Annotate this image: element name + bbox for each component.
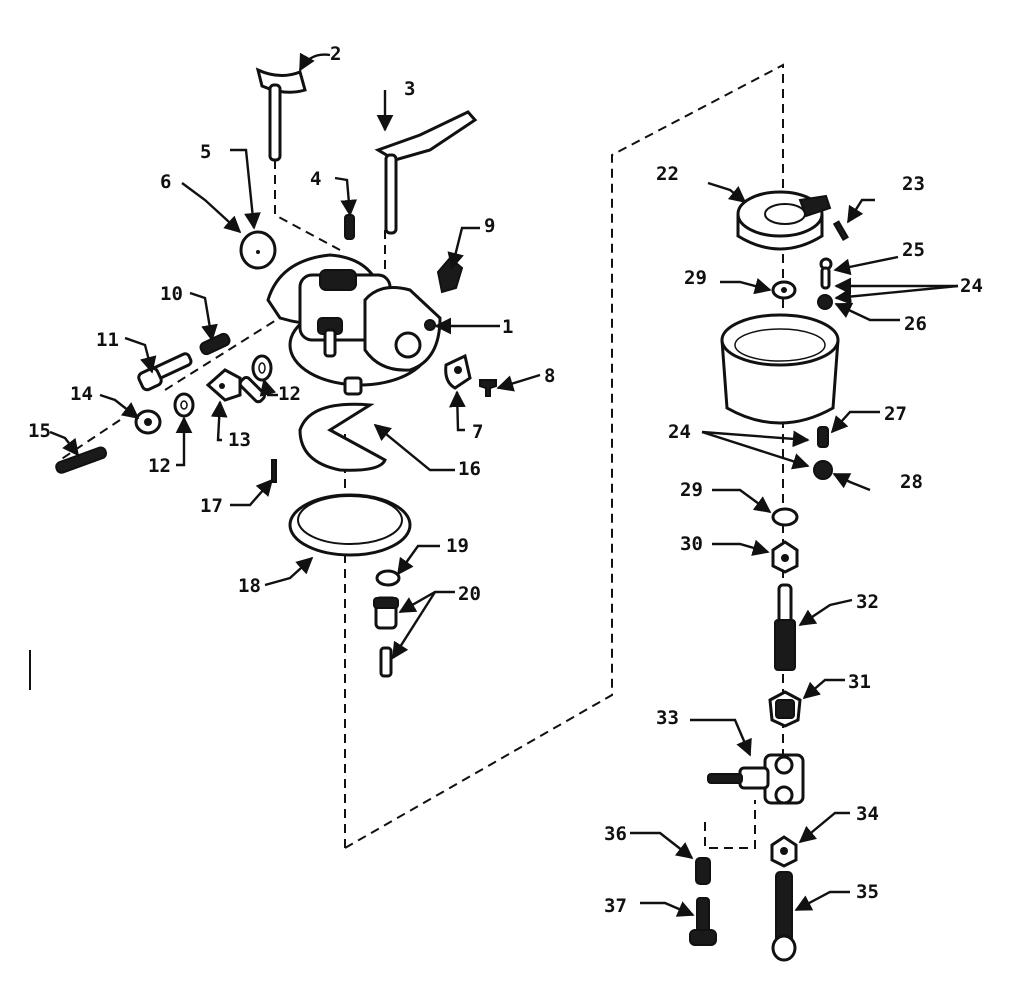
callout-28: 28 [900,471,923,493]
callout-27: 27 [884,403,907,425]
callout-34: 34 [856,803,879,825]
callout-32: 32 [856,591,879,613]
part-14-nut [134,409,162,435]
part-29-washer-b [771,507,799,527]
part-12-washer-b [173,392,195,418]
callout-18: 18 [238,575,261,597]
part-4-screw [344,214,355,240]
part-31-nut [768,690,802,728]
part-25-pin [819,257,833,290]
callout-3: 3 [404,78,415,100]
callout-1: 1 [502,316,513,338]
callout-2: 2 [330,43,341,65]
callout-7: 7 [472,421,483,443]
part-32-main-jet [774,583,796,671]
callout-4: 4 [310,168,321,190]
part-36-spring [695,857,711,885]
callout-5: 5 [200,141,211,163]
part-7-plate [444,353,472,390]
part-19-washer [375,569,401,587]
leader-lines [49,52,959,917]
part-20-valve [373,596,399,678]
part-28-ball [813,460,833,480]
part-27-spring [817,426,829,448]
part-6-throttle-plate [239,230,277,270]
callout-29-b: 29 [680,479,703,501]
part-1-carburetor-body [266,253,442,396]
callout-29-a: 29 [684,267,707,289]
callout-8: 8 [544,365,555,387]
part-11-screw [137,352,193,392]
callout-9: 9 [484,215,495,237]
callout-23: 23 [902,173,925,195]
part-29-washer-a [771,280,797,300]
callout-17: 17 [200,495,223,517]
part-24-float-bowl [720,313,840,425]
callout-11: 11 [96,329,119,351]
callout-33: 33 [656,707,679,729]
part-18-gasket [288,493,412,557]
part-12-washer-a [251,354,273,382]
callout-31: 31 [848,671,871,693]
part-30-nut [771,540,799,574]
callout-30: 30 [680,533,703,555]
callout-6: 6 [160,171,171,193]
callout-22: 22 [656,163,679,185]
part-10-spring [199,332,231,356]
callout-20: 20 [458,583,481,605]
callout-12-a: 12 [278,383,301,405]
callout-25: 25 [902,239,925,261]
callout-12-b: 12 [148,455,171,477]
callout-24-a: 24 [960,275,983,297]
part-22-bowl-cover [736,190,832,251]
part-8-screw [479,379,497,397]
part-35-needle [771,871,797,962]
part-26-ball [817,294,833,310]
part-3-throttle-shaft [374,110,478,235]
part-9-choke-bracket [436,256,464,294]
callout-37: 37 [604,895,627,917]
part-16-float [298,402,387,472]
part-34-nut [770,835,798,868]
callout-19: 19 [446,535,469,557]
callout-24-b: 24 [668,421,691,443]
callout-13: 13 [228,429,251,451]
part-37-screw [689,897,717,946]
part-2-shaft [255,67,307,162]
callout-26: 26 [904,313,927,335]
callout-35: 35 [856,881,879,903]
callout-14: 14 [70,383,93,405]
part-15-rod [55,446,108,474]
callout-10: 10 [160,283,183,305]
callout-16: 16 [458,458,481,480]
part-17-pin [271,459,277,483]
callout-labels: 1 2 3 4 5 6 7 8 9 10 11 12 12 13 14 15 1… [28,43,983,917]
part-33-nozzle-body [707,753,805,805]
callout-15: 15 [28,420,51,442]
part-23-pin [832,220,849,242]
callout-36: 36 [604,823,627,845]
part-13-needle [205,368,266,404]
